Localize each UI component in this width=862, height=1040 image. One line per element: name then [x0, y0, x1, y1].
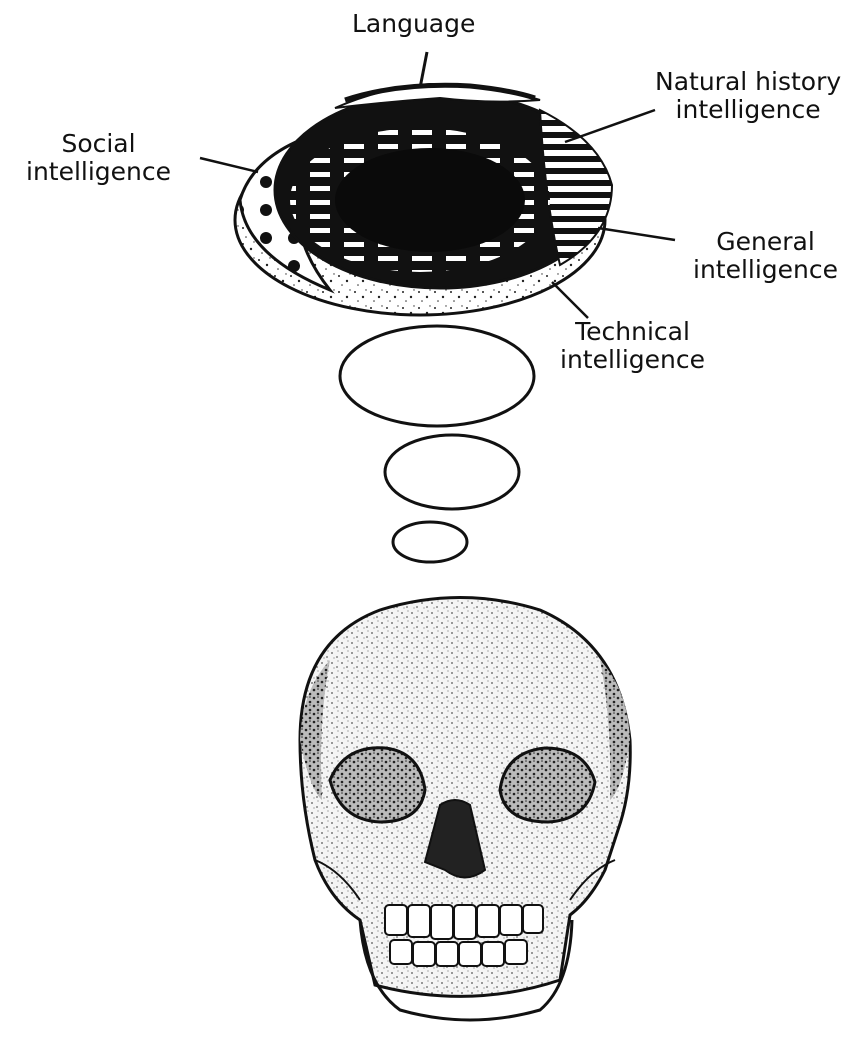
skull-right-eye [500, 748, 595, 822]
language-leader [420, 52, 427, 88]
technical-leader [552, 282, 588, 318]
general-leader [598, 228, 675, 240]
label-general-line-1: General [693, 228, 838, 256]
thought-bubble-large [340, 326, 534, 426]
social-leader [200, 158, 258, 172]
cathedral-mind-icon [200, 52, 675, 318]
label-social-line-1: Social [26, 130, 171, 158]
skull-teeth [385, 905, 543, 966]
label-natural-history-line-2: intelligence [655, 96, 841, 124]
label-natural-history-line-1: Natural history [655, 68, 841, 96]
label-general-intelligence: General intelligence [693, 228, 838, 284]
mind-core [335, 148, 525, 252]
thought-bubble-small [393, 522, 467, 562]
label-general-line-2: intelligence [693, 256, 838, 284]
label-social-intelligence: Social intelligence [26, 130, 171, 186]
label-language: Language [352, 10, 475, 38]
natural-history-leader [565, 110, 655, 142]
label-technical-line-2: intelligence [560, 346, 705, 374]
skull-icon [300, 598, 630, 1021]
label-natural-history-intelligence: Natural history intelligence [655, 68, 841, 124]
label-technical-line-1: Technical [560, 318, 705, 346]
thought-bubble-icon [340, 326, 534, 562]
label-technical-intelligence: Technical intelligence [560, 318, 705, 374]
thought-bubble-medium [385, 435, 519, 509]
label-social-line-2: intelligence [26, 158, 171, 186]
